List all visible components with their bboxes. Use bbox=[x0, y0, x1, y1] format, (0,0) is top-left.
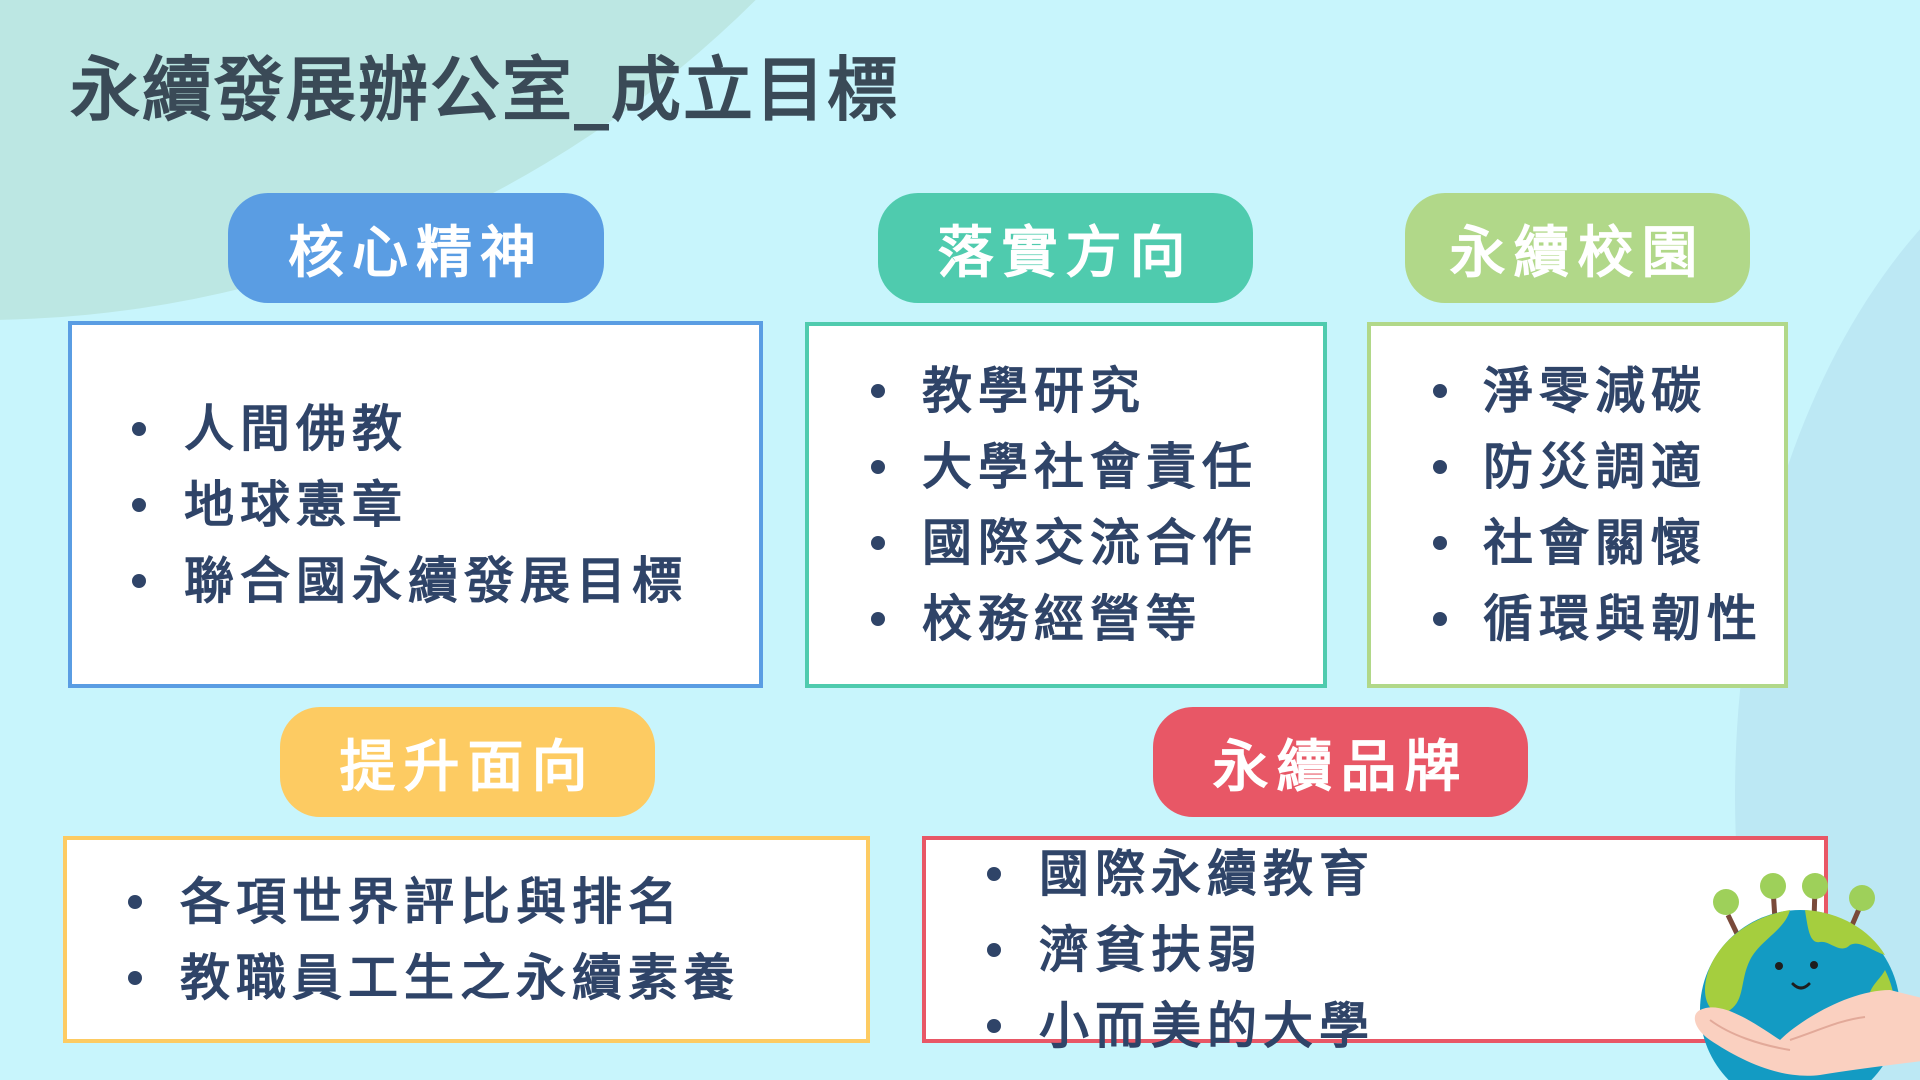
bullet-icon bbox=[987, 867, 1001, 881]
section-heading-label: 落實方向 bbox=[937, 220, 1194, 286]
bullet-list: 教學研究 大學社會責任 國際交流合作 校務經營等 bbox=[871, 353, 1323, 657]
list-item: 國際永續教育 bbox=[987, 836, 1824, 912]
bullet-list: 人間佛教 地球憲章 聯合國永續發展目標 bbox=[132, 391, 759, 619]
bullet-icon bbox=[132, 497, 146, 512]
bullet-list: 國際永續教育 濟貧扶弱 小而美的大學 bbox=[987, 836, 1824, 1064]
bullet-icon bbox=[1433, 536, 1447, 550]
bullet-icon bbox=[128, 894, 142, 909]
list-item: 淨零減碳 bbox=[1433, 353, 1784, 429]
list-item: 大學社會責任 bbox=[871, 429, 1323, 505]
bullet-list: 各項世界評比與排名 教職員工生之永續素養 bbox=[128, 864, 866, 1016]
list-item: 聯合國永續發展目標 bbox=[132, 543, 759, 619]
section-box-core-spirit: 人間佛教 地球憲章 聯合國永續發展目標 bbox=[68, 321, 763, 688]
section-heading-label: 提升面向 bbox=[339, 734, 596, 800]
bullet-icon bbox=[871, 460, 885, 474]
bullet-icon bbox=[871, 384, 885, 398]
page-title: 永續發展辦公室_成立目標 bbox=[70, 49, 899, 131]
bullet-icon bbox=[1433, 612, 1447, 626]
section-heading-core-spirit: 核心精神 bbox=[228, 193, 604, 303]
list-item: 教職員工生之永續素養 bbox=[128, 940, 866, 1016]
bullet-icon bbox=[871, 612, 885, 626]
list-item: 濟貧扶弱 bbox=[987, 912, 1824, 988]
bullet-icon bbox=[1433, 460, 1447, 474]
section-box-improvement: 各項世界評比與排名 教職員工生之永續素養 bbox=[63, 836, 870, 1043]
list-item: 社會關懷 bbox=[1433, 505, 1784, 581]
list-item: 防災調適 bbox=[1433, 429, 1784, 505]
section-heading-label: 永續校園 bbox=[1449, 220, 1706, 286]
section-heading-label: 永續品牌 bbox=[1212, 734, 1469, 800]
section-heading-improvement: 提升面向 bbox=[280, 707, 655, 817]
list-item: 循環與韌性 bbox=[1433, 581, 1784, 657]
earth-in-hands-icon bbox=[1690, 860, 1920, 1080]
bullet-icon bbox=[128, 970, 142, 985]
bullet-icon bbox=[132, 421, 146, 436]
bullet-list: 淨零減碳 防災調適 社會關懷 循環與韌性 bbox=[1433, 353, 1784, 657]
bullet-icon bbox=[132, 573, 146, 588]
list-item: 小而美的大學 bbox=[987, 988, 1824, 1064]
list-item: 人間佛教 bbox=[132, 391, 759, 467]
list-item: 地球憲章 bbox=[132, 467, 759, 543]
section-heading-implementation: 落實方向 bbox=[878, 193, 1253, 303]
bullet-icon bbox=[987, 1019, 1001, 1033]
section-heading-brand: 永續品牌 bbox=[1153, 707, 1528, 817]
section-box-sustainable-campus: 淨零減碳 防災調適 社會關懷 循環與韌性 bbox=[1367, 322, 1788, 688]
list-item: 各項世界評比與排名 bbox=[128, 864, 866, 940]
bullet-icon bbox=[871, 536, 885, 550]
section-heading-sustainable-campus: 永續校園 bbox=[1405, 193, 1750, 303]
section-box-brand: 國際永續教育 濟貧扶弱 小而美的大學 bbox=[922, 836, 1828, 1055]
list-item: 教學研究 bbox=[871, 353, 1323, 429]
bullet-icon bbox=[987, 943, 1001, 957]
list-item: 校務經營等 bbox=[871, 581, 1323, 657]
section-box-implementation: 教學研究 大學社會責任 國際交流合作 校務經營等 bbox=[805, 322, 1327, 688]
bullet-icon bbox=[1433, 384, 1447, 398]
section-heading-label: 核心精神 bbox=[288, 220, 544, 286]
list-item: 國際交流合作 bbox=[871, 505, 1323, 581]
